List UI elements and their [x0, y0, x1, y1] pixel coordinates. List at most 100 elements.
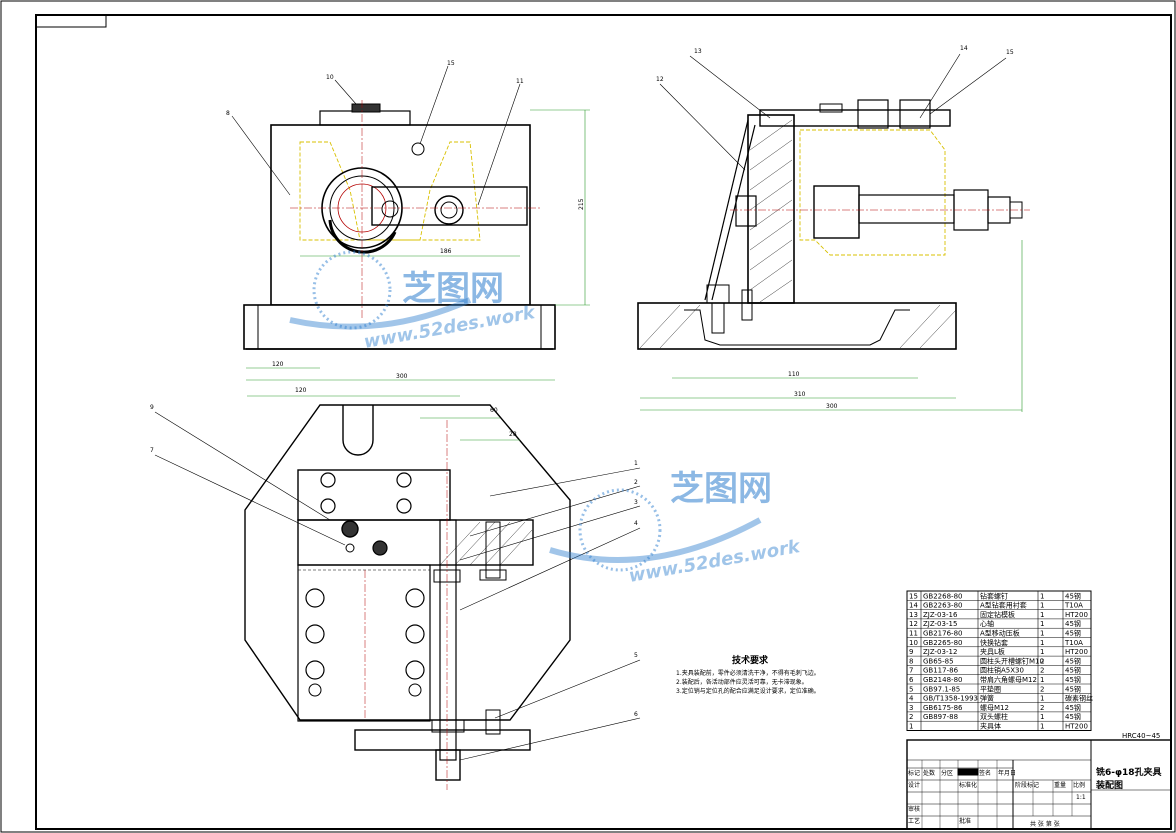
bom-cell-mat: T10A: [1064, 639, 1083, 647]
bom-cell-name: 弹簧: [980, 694, 994, 703]
bom-cell-mat: HT200: [1065, 723, 1088, 731]
bom-cell-mat: 45钢: [1065, 703, 1081, 712]
bom-cell-code: GB6175-86: [923, 704, 963, 712]
balloon-top-6: 6: [634, 711, 638, 718]
bom-cell-mat: 45钢: [1065, 619, 1081, 628]
bom-cell-code: ZJZ-03-16: [923, 611, 958, 619]
bom-cell-mat: 45钢: [1065, 675, 1081, 684]
side-view: [637, 53, 1030, 412]
tb-weight: 重量: [1054, 781, 1066, 789]
balloon-front-10: 10: [326, 74, 334, 81]
bom-cell-name: 钻套螺钉: [980, 591, 1008, 600]
drawing-frame: [35, 14, 1172, 830]
bom-cell-name: 螺母M12: [980, 703, 1009, 712]
tb-approve: 批准: [959, 817, 971, 825]
bom-cell-name: 固定钻模板: [980, 610, 1015, 619]
title-block-text: 铣6-φ18孔夹具 装配图 HRC40~45 标记 处数 分区 签名 年月日 设…: [908, 732, 1162, 828]
balloon-top-5: 5: [634, 652, 638, 659]
tb-stage: 阶段标记: [1015, 781, 1039, 789]
bom-cell-name: 夹具体: [980, 722, 1001, 731]
material-code: HRC40~45: [1122, 732, 1160, 740]
bom-cell-code: GB2268-80: [923, 592, 962, 600]
bom-cell-no: 11: [909, 630, 918, 638]
tech-requirements: 技术要求 1.夹具装配前，零件必须清洗干净，不得有毛刺飞边。 2.装配后，各活动…: [676, 654, 820, 695]
bom-cell-name: A型移动压板: [980, 629, 1020, 638]
balloon-front-11: 11: [516, 78, 524, 85]
watermark-brand-1: 芝图网: [402, 269, 504, 309]
bom-cell-code: GB2148-80: [923, 676, 962, 684]
bom-cell-no: 5: [909, 685, 913, 693]
bom-cell-mat: 45钢: [1065, 591, 1081, 600]
balloon-front-15: 15: [447, 60, 455, 67]
tb-process: 工艺: [908, 817, 920, 825]
bom-cell-code: GB2265-80: [923, 639, 962, 647]
bom-cell-mat: 45钢: [1065, 666, 1081, 675]
balloon-side-14: 14: [960, 45, 968, 52]
bom-cell-qty: 1: [1040, 592, 1044, 600]
balloon-side-15: 15: [1006, 49, 1014, 56]
bom-cell-code: GB2176-80: [923, 630, 962, 638]
dim-front-300: 300: [396, 373, 408, 380]
drawing-title-line1: 铣6-φ18孔夹具: [1096, 766, 1162, 778]
tb-date: 年月日: [998, 769, 1016, 777]
bom-cell-no: 6: [909, 676, 914, 684]
balloon-top-7: 7: [150, 447, 154, 454]
bom-cell-no: 14: [909, 602, 918, 610]
bom-cell-code: ZJZ-03-15: [923, 620, 957, 628]
tech-req-heading: 技术要求: [732, 654, 769, 666]
balloon-top-3: 3: [634, 499, 638, 506]
dim-top-120: 120: [295, 387, 307, 394]
bom-cell-qty: 1: [1040, 676, 1044, 684]
bom-cell-mat: 碳素钢丝: [1065, 694, 1093, 703]
watermark-brand-2: 芝图网: [670, 469, 772, 509]
bom-cell-no: 3: [909, 704, 913, 712]
bom-cell-no: 8: [909, 657, 913, 665]
bom-cell-no: 9: [909, 648, 913, 656]
bom-cell-mat: HT200: [1065, 611, 1088, 619]
tb-standard: 标准化: [959, 781, 977, 789]
bom-cell-qty: 1: [1040, 695, 1044, 703]
dim-front-215: 215: [578, 198, 585, 210]
bom-cell-mat: HT200: [1065, 648, 1088, 656]
dim-side-110: 110: [788, 371, 800, 378]
bom-cell-qty: 2: [1040, 704, 1044, 712]
bom-cell-name: 快换钻套: [980, 638, 1008, 647]
bom-cell-mat: T10A: [1064, 602, 1083, 610]
bom-cell-no: 10: [909, 639, 918, 647]
bom-cell-no: 2: [909, 713, 913, 721]
tb-scale: 比例: [1073, 781, 1085, 789]
dim-side-300: 300: [826, 403, 838, 410]
tb-mark: 标记: [908, 769, 920, 777]
top-view: [154, 395, 641, 790]
bom-cell-qty: 1: [1040, 723, 1044, 731]
dim-top-28: 28: [509, 431, 517, 438]
bom-cell-code: GB/T1358-1993: [923, 695, 978, 703]
bom-cell-code: GB65-85: [923, 657, 954, 665]
bom-cell-no: 13: [909, 611, 918, 619]
tb-count: 处数: [923, 769, 935, 777]
bom-cell-qty: 2: [1040, 667, 1044, 675]
balloon-side-12: 12: [656, 76, 664, 83]
balloon-top-2: 2: [634, 479, 638, 486]
tb-sign: 签名: [979, 769, 991, 777]
tech-req-item-3: 3.定位销与定位孔的配合应满足设计要求，定位准确。: [676, 687, 820, 695]
balloon-top-1: 1: [634, 460, 638, 467]
bom-cell-name: 夹具L板: [980, 647, 1005, 656]
bom-cell-code: GB117-86: [923, 667, 959, 675]
bom-cell-no: 12: [909, 620, 918, 628]
bom-cell-code: GB897-88: [923, 713, 958, 721]
bom-cell-name: 圆柱销A5X30: [980, 666, 1024, 675]
balloon-top-9: 9: [150, 404, 154, 411]
bom-cell-mat: 45钢: [1065, 712, 1081, 721]
bom-cell-qty: 2: [1040, 685, 1044, 693]
bom-cell-name: 心轴: [980, 619, 994, 628]
bom-cell-qty: 1: [1040, 648, 1044, 656]
tb-check: 审核: [908, 805, 920, 813]
bom-cell-code: ZJZ-03-12: [923, 648, 957, 656]
code-box: [35, 14, 107, 28]
dim-front-186: 186: [440, 248, 452, 255]
balloon-front-8: 8: [226, 110, 230, 117]
bom-cell-code: GB97.1-85: [923, 685, 960, 693]
dim-front-120: 120: [272, 361, 284, 368]
